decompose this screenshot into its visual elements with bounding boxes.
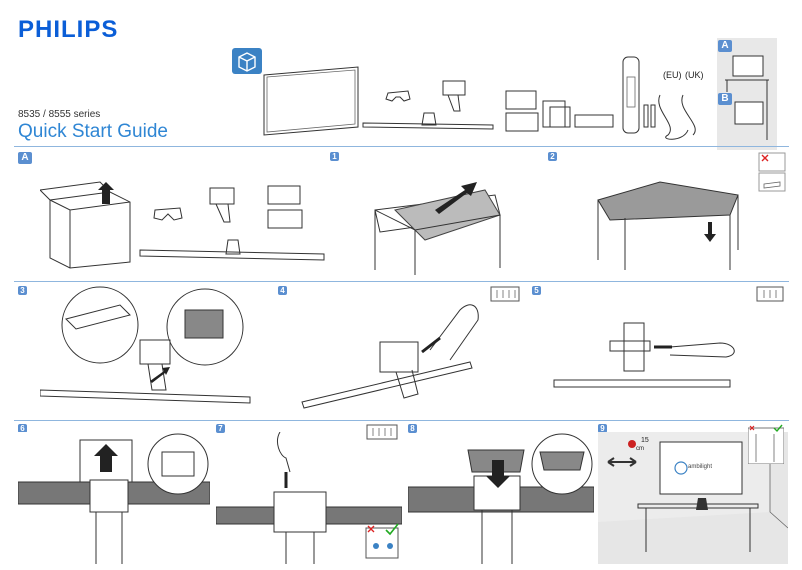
step-7-screws-icon <box>366 424 398 440</box>
step-5-screws-icon <box>756 286 784 302</box>
step-1-badge: 1 <box>330 152 339 161</box>
philips-logo: PHILIPS <box>18 16 119 43</box>
step-6-badge: 6 <box>18 424 27 433</box>
package-contents <box>258 55 708 145</box>
guide-title: Quick Start Guide <box>18 121 168 142</box>
step-2-warning-icons <box>758 152 786 192</box>
step-9-badge: 9 <box>598 424 607 433</box>
step-4-screws-icon <box>490 286 520 302</box>
step-2-badge: 2 <box>548 152 557 161</box>
row-divider-2 <box>14 281 789 282</box>
step-9-distance-unit: cm <box>636 446 644 452</box>
series-label: 8535 / 8555 series <box>18 109 101 120</box>
option-a-badge: A <box>718 40 732 52</box>
plug-label-uk: (UK) <box>685 70 704 80</box>
step-9-illustration <box>598 432 789 564</box>
step-9-compare-icons <box>747 424 785 465</box>
step-a-badge: A <box>18 152 32 164</box>
ambilight-screen-text: ambilight <box>688 464 713 470</box>
step-6-illustration <box>17 432 211 564</box>
step-3-illustration <box>39 285 270 415</box>
row-divider-1 <box>14 146 789 147</box>
step-5-badge: 5 <box>532 286 541 295</box>
plug-label-eu: (EU) <box>663 70 682 80</box>
row-divider-3 <box>14 420 789 421</box>
step-a-illustration <box>38 170 330 275</box>
option-b-badge: B <box>718 93 732 105</box>
step-4-illustration <box>300 290 500 415</box>
step-4-badge: 4 <box>278 286 287 295</box>
step-7-badge: 7 <box>216 424 225 433</box>
step-3-badge: 3 <box>18 286 27 295</box>
step-8-illustration <box>407 432 595 564</box>
step-7-illustration <box>215 431 403 564</box>
step-1-illustration <box>365 160 535 275</box>
step-9-distance-value: 15 <box>641 437 649 444</box>
step-8-badge: 8 <box>408 424 417 433</box>
step-2-illustration <box>590 160 750 275</box>
package-contents-icon <box>232 48 262 74</box>
step-5-illustration <box>550 295 750 410</box>
